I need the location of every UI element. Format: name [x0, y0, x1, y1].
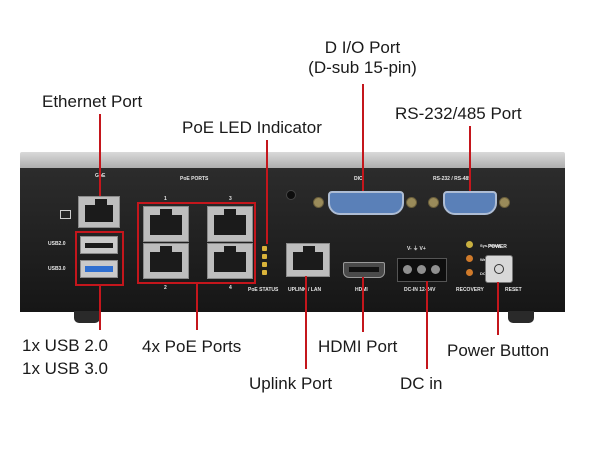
poe-port-1[interactable] — [143, 206, 189, 242]
sys-ready-led — [466, 241, 473, 248]
ethernet-port[interactable] — [78, 196, 120, 228]
poe-port-4[interactable] — [207, 243, 253, 279]
uplink-port-label: Uplink Port — [249, 374, 333, 393]
poe-status-silk: PoE STATUS — [248, 287, 279, 293]
dc-on-led — [466, 269, 473, 276]
power-button-label: Power Button — [447, 341, 550, 360]
poe-port-3-tab — [224, 209, 236, 215]
poe-port4-silk: 4 — [229, 285, 232, 291]
dc-pins-silk: V- ⏚ V+ — [407, 246, 426, 252]
sys-ready-silk: Sys. Ready — [480, 243, 502, 248]
dio-port[interactable] — [328, 191, 404, 215]
hdmi-port[interactable] — [343, 262, 385, 278]
dio-screw-left — [313, 197, 324, 208]
watchdog-led — [466, 255, 473, 262]
network-icon — [60, 210, 71, 219]
poe-port-4-socket — [214, 252, 246, 272]
poe-port3-silk: 3 — [229, 196, 232, 202]
dc-in-terminal[interactable] — [397, 258, 447, 282]
dc-screw-3 — [431, 265, 440, 274]
poe-port-4-tab — [224, 246, 236, 252]
power-button[interactable] — [485, 255, 513, 283]
usb2-port-tongue — [85, 243, 113, 248]
dio-port-label-line1: D I/O Port — [324, 38, 401, 57]
usb2-label: 1x USB 2.0 — [22, 336, 108, 355]
power-button-leader — [497, 282, 499, 335]
usb2-port[interactable] — [80, 236, 118, 254]
rs232-silk: RS-232 / RS-485 — [433, 176, 472, 182]
poe-port2-silk: 2 — [164, 285, 167, 291]
chassis-top-cover — [20, 152, 565, 170]
uplink-port-socket — [293, 252, 323, 270]
poe-led-3 — [262, 262, 267, 267]
dio-silk: DIO — [354, 176, 363, 182]
poe-ports-highlight-box — [137, 202, 256, 284]
poe-port-2-tab — [160, 246, 172, 252]
usb-leader — [99, 286, 101, 330]
poe-port1-silk: 1 — [164, 196, 167, 202]
uplink-lan-silk: UPLINK / LAN — [288, 287, 322, 293]
uplink-port-tab — [303, 246, 315, 252]
ethernet-port-label: Ethernet Port — [42, 92, 143, 111]
poe-ports-label: 4x PoE Ports — [142, 337, 242, 356]
dio-leader — [362, 84, 364, 191]
hdmi-leader — [362, 277, 364, 332]
poe-ports-silk: PoE PORTS — [180, 176, 209, 182]
recovery-silk: RECOVERY — [456, 287, 484, 293]
poe-ports-leader — [196, 284, 198, 330]
usb2-silk: USB2.0 — [48, 241, 66, 247]
usb3-silk: USB3.0 — [48, 266, 66, 272]
hdmi-port-socket — [349, 267, 379, 272]
hdmi-silk: HDMI — [355, 287, 368, 293]
poe-led-2 — [262, 254, 267, 259]
hdmi-port-label: HDMI Port — [318, 337, 398, 356]
dc-in-label: DC in — [400, 374, 443, 393]
poe-led-4 — [262, 270, 267, 275]
poe-led-leader — [266, 140, 268, 244]
poe-port-3-socket — [214, 215, 246, 235]
dio-port-label-line2: (D-sub 15-pin) — [308, 58, 417, 77]
power-icon — [494, 264, 504, 274]
right-foot — [508, 311, 534, 323]
screw-hole-icon — [286, 190, 296, 200]
poe-port-2-socket — [150, 252, 182, 272]
reset-silk: RESET — [505, 287, 522, 293]
poe-port-1-tab — [160, 209, 172, 215]
poe-port-2[interactable] — [143, 243, 189, 279]
poe-led-1 — [262, 246, 267, 251]
usb3-port-tongue — [85, 266, 113, 272]
rs232-port-label: RS-232/485 Port — [395, 104, 522, 123]
dio-port-label: D I/O Port (D-sub 15-pin) — [285, 38, 440, 78]
uplink-port[interactable] — [286, 243, 330, 277]
poe-port-1-socket — [150, 215, 182, 235]
uplink-leader — [305, 276, 307, 369]
dio-screw-right — [406, 197, 417, 208]
ethernet-leader — [99, 114, 101, 196]
rs232-port[interactable] — [443, 191, 497, 215]
left-foot — [74, 311, 100, 323]
rs232-screw-left — [428, 197, 439, 208]
usb3-label: 1x USB 3.0 — [22, 359, 108, 378]
dc-in-silk: DC-IN 12-24V — [404, 287, 436, 293]
poe-port-3[interactable] — [207, 206, 253, 242]
rs232-screw-right — [499, 197, 510, 208]
dc-in-leader — [426, 281, 428, 369]
power-silk: POWER — [488, 244, 507, 250]
ethernet-port-tab — [95, 199, 107, 205]
usb-highlight-box — [75, 231, 124, 286]
poe-led-indicator-label: PoE LED Indicator — [182, 118, 322, 137]
usb3-port[interactable] — [80, 260, 118, 278]
rs232-leader — [469, 126, 471, 191]
dc-screw-1 — [403, 265, 412, 274]
usb-label: 1x USB 2.0 1x USB 3.0 — [22, 336, 108, 379]
dc-screw-2 — [417, 265, 426, 274]
ethernet-port-socket — [85, 205, 113, 222]
